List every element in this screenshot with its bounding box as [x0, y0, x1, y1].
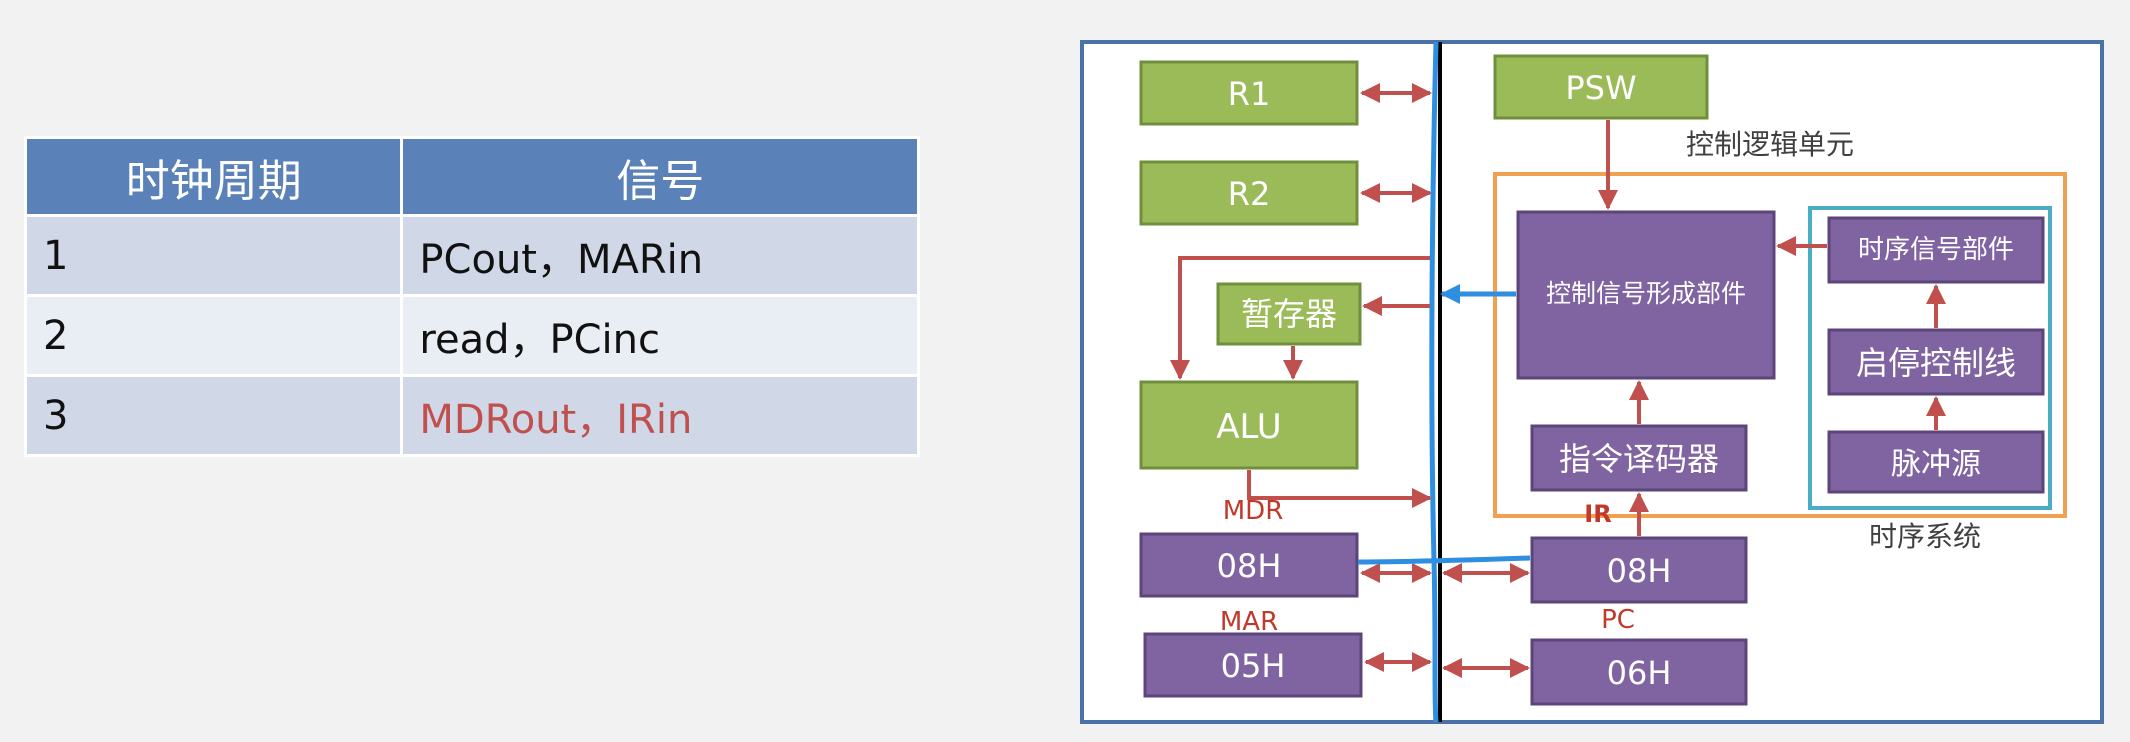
pc-value: 06H [1607, 654, 1672, 692]
mdr-to-ir-transfer [1357, 555, 1531, 565]
control-logic-unit-box [1493, 172, 2067, 518]
control-signal-generator-label: 控制信号形成部件 [1546, 279, 1746, 308]
internal-bus-blue [1429, 41, 1439, 723]
mdr-value: 08H [1217, 547, 1282, 585]
start-stop-line [1827, 328, 2045, 396]
timing-signal-unit-label: 时序信号部件 [1858, 235, 2014, 265]
table-row: 1 PCout，MARin [23, 214, 920, 297]
ir-label: IR [1584, 500, 1611, 528]
control-logic-unit-label: 控制逻辑单元 [1686, 128, 1854, 161]
table-row: 2 read，PCinc [23, 294, 920, 377]
timing-system-box [1808, 206, 2052, 510]
psw-register [1493, 54, 1709, 120]
signal-cell-highlighted: MDRout，IRin [400, 374, 920, 457]
r2-label: R2 [1228, 175, 1271, 213]
r1-label: R1 [1228, 75, 1271, 113]
r1-register [1139, 60, 1359, 126]
control-signal-generator [1516, 210, 1776, 380]
pulse-source [1827, 430, 2045, 494]
r2-register [1139, 160, 1359, 226]
cycle-cell: 2 [23, 294, 404, 377]
mar-register [1143, 632, 1363, 698]
pc-register [1530, 638, 1748, 706]
mdr-register [1139, 532, 1359, 598]
cycle-cell: 1 [23, 214, 404, 297]
alu-to-bus-arrow [1247, 470, 1432, 508]
start-stop-line-label: 启停控制线 [1856, 344, 2016, 382]
table-row: 3 MDRout，IRin [23, 374, 920, 457]
timing-system-label: 时序系统 [1869, 520, 1981, 553]
table-header-row: 时钟周期 信号 [23, 136, 920, 217]
psw-label: PSW [1565, 69, 1636, 107]
instruction-decoder [1530, 424, 1748, 492]
header-cycle: 时钟周期 [23, 136, 404, 217]
timing-signal-unit [1827, 216, 2045, 284]
ir-value: 08H [1607, 552, 1672, 590]
mar-label: MAR [1220, 607, 1278, 637]
temp-register-label: 暂存器 [1241, 295, 1337, 333]
mdr-label: MDR [1223, 496, 1284, 526]
temp-register [1216, 282, 1362, 346]
signal-table: 时钟周期 信号 1 PCout，MARin 2 read，PCinc 3 MDR… [23, 136, 920, 457]
signal-cell: read，PCinc [400, 294, 920, 377]
signal-cell: PCout，MARin [400, 214, 920, 297]
pulse-source-label: 脉冲源 [1891, 447, 1981, 482]
pc-label: PC [1601, 605, 1635, 635]
cycle-cell: 3 [23, 374, 404, 457]
bus-to-alu-arrow [1170, 256, 1430, 380]
header-signal: 信号 [400, 136, 920, 217]
alu-block [1139, 380, 1359, 470]
ir-register [1530, 536, 1748, 604]
alu-label: ALU [1216, 407, 1281, 447]
instruction-decoder-label: 指令译码器 [1559, 440, 1719, 478]
mar-value: 05H [1221, 647, 1286, 685]
